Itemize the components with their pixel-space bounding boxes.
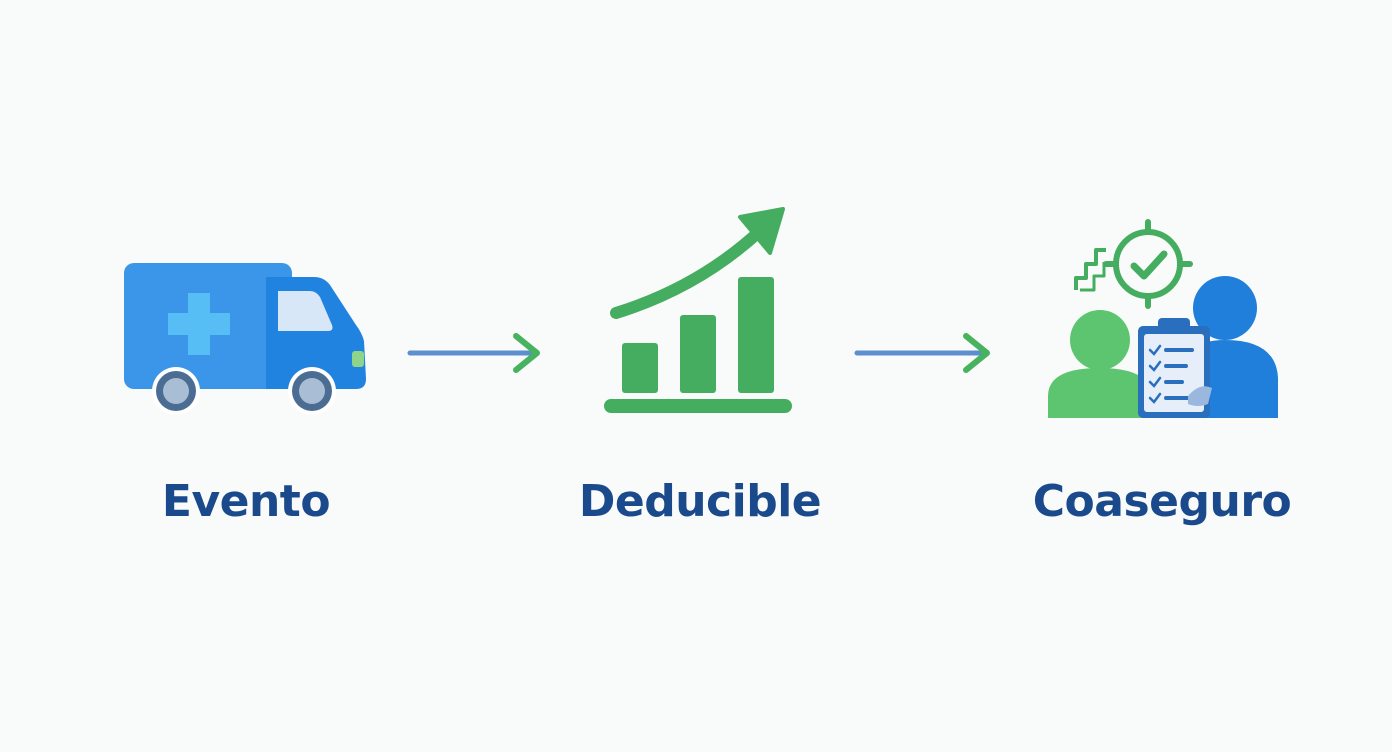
- step-label-coaseguro: Coaseguro: [1032, 476, 1292, 527]
- rising-bar-chart-icon: [604, 207, 792, 413]
- flow-arrow: [407, 333, 540, 373]
- step-label-deducible: Deducible: [578, 476, 822, 527]
- flow-arrow: [854, 333, 990, 373]
- step-label-evento: Evento: [161, 476, 331, 527]
- people-clipboard-icon: [1048, 219, 1278, 418]
- ambulance-icon: [124, 263, 366, 415]
